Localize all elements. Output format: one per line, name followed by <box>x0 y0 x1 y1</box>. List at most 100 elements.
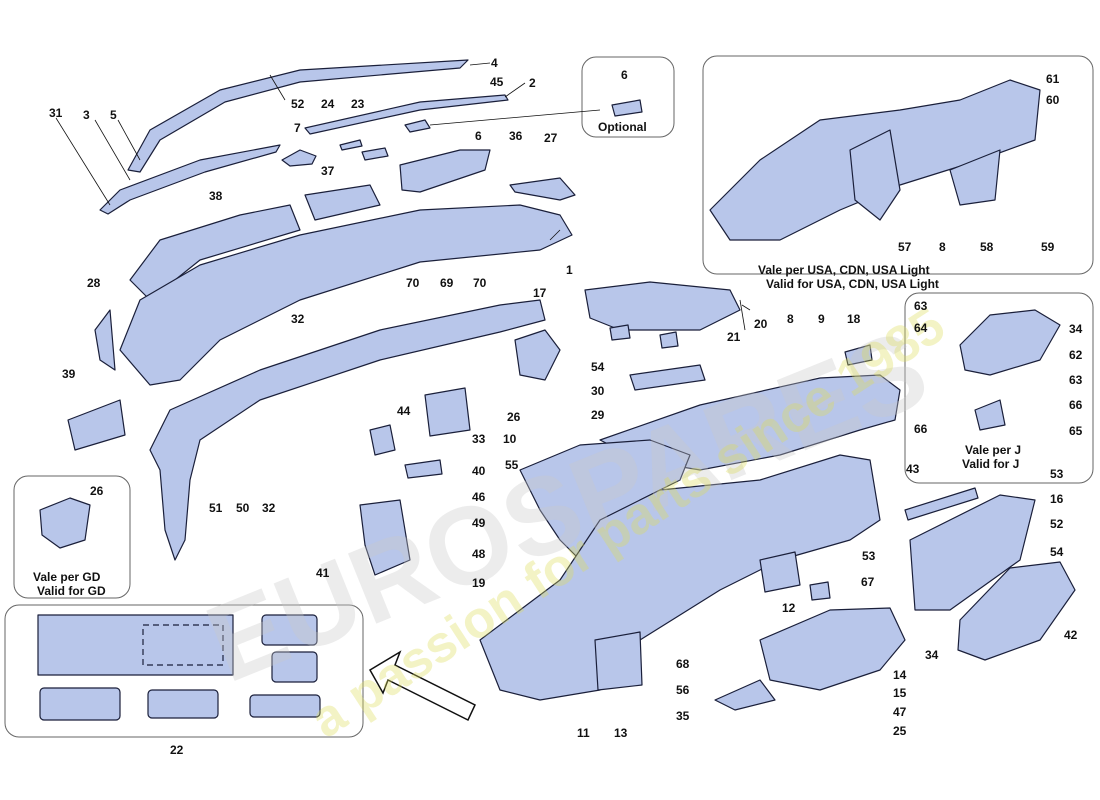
dashboard-1 <box>119 204 573 386</box>
callout: 55 <box>505 458 519 472</box>
j-callout: 65 <box>1069 424 1083 438</box>
j-panel-frame <box>904 292 1094 484</box>
part-21 <box>659 331 679 349</box>
part-67 <box>809 581 831 601</box>
direction-arrow <box>368 650 476 722</box>
callout: 52 <box>1050 517 1064 531</box>
usa-callout: 61 <box>1046 72 1060 86</box>
j-panel-line1: Vale per J <box>965 443 1022 457</box>
bracket-33 <box>424 387 471 437</box>
windscreen-trim-2 <box>304 94 509 135</box>
callout: 36 <box>509 129 523 143</box>
callout: 40 <box>472 464 486 478</box>
callout: 43 <box>906 462 920 476</box>
windscreen-trim-5 <box>127 59 469 173</box>
callout: 53 <box>1050 467 1064 481</box>
callout: 50 <box>236 501 250 515</box>
bracket-40 <box>404 459 443 479</box>
callout: 31 <box>49 106 63 120</box>
callout: 10 <box>503 432 517 446</box>
usa-callout: 57 <box>898 240 912 254</box>
callout: 47 <box>893 705 907 719</box>
callout: 15 <box>893 686 907 700</box>
callout: 9 <box>818 312 825 326</box>
callout: 5 <box>110 108 117 122</box>
gd-panel-line2: Valid for GD <box>37 584 106 598</box>
callout: 1 <box>566 263 573 277</box>
callout: 20 <box>754 317 768 331</box>
kit-part-large <box>37 614 234 676</box>
callout: 70 <box>406 276 420 290</box>
callout: 7 <box>294 121 301 135</box>
callout: 3 <box>83 108 90 122</box>
part-54 <box>609 324 631 341</box>
glovebox-34 <box>759 607 906 691</box>
optional-part-6 <box>611 99 643 117</box>
callout: 42 <box>1064 628 1078 642</box>
callout: 30 <box>591 384 605 398</box>
callout: 34 <box>925 648 939 662</box>
callout: 45 <box>490 75 504 89</box>
j-callout: 63 <box>1069 373 1083 387</box>
callout: 69 <box>440 276 454 290</box>
callout: 6 <box>475 129 482 143</box>
callout: 26 <box>507 410 521 424</box>
j-callout: 66 <box>1069 398 1083 412</box>
leader-lines <box>55 62 751 331</box>
kit-panel-frame <box>4 604 364 738</box>
kit-part-e <box>249 694 321 718</box>
callout: 24 <box>321 97 335 111</box>
callout: 35 <box>676 709 690 723</box>
callout: 14 <box>893 668 907 682</box>
vent-24 <box>339 139 363 151</box>
gd-callout: 26 <box>90 484 104 498</box>
kit-callout: 22 <box>170 743 184 757</box>
kit-dashed-outline <box>142 624 224 666</box>
cross-car-beam <box>149 299 546 561</box>
callout: 2 <box>529 76 536 90</box>
lower-dashboard <box>479 454 881 701</box>
callout: 46 <box>472 490 486 504</box>
usa-bracket-57 <box>849 129 901 221</box>
j-panel-line2: Valid for J <box>962 457 1020 471</box>
callout: 48 <box>472 547 486 561</box>
vent-13 <box>594 631 643 691</box>
duct-36 <box>399 149 491 193</box>
callout: 29 <box>591 408 605 422</box>
callout: 33 <box>472 432 486 446</box>
windscreen-trim-3 <box>99 144 281 215</box>
usa-panel-line1: Vale per USA, CDN, USA Light <box>758 263 930 277</box>
bracket-43 <box>904 487 979 521</box>
bracket-6 <box>404 119 431 133</box>
vent-23 <box>361 147 389 161</box>
j-cover-34 <box>959 309 1061 376</box>
callout: 67 <box>861 575 875 589</box>
callout: 32 <box>291 312 305 326</box>
callout: 52 <box>291 97 305 111</box>
usa-callout: 60 <box>1046 93 1060 107</box>
callout: 23 <box>351 97 365 111</box>
callout: 21 <box>727 330 741 344</box>
kit-part-d <box>147 689 219 719</box>
callout: 37 <box>321 164 335 178</box>
j-callout: 63 <box>914 299 928 313</box>
cover-37 <box>304 184 381 221</box>
optional-panel-number: 6 <box>621 68 628 82</box>
part-35 <box>714 679 776 711</box>
usa-callout: 58 <box>980 240 994 254</box>
gd-panel-frame <box>13 475 131 599</box>
kit-part-a <box>261 614 318 646</box>
callout: 41 <box>316 566 330 580</box>
callout: 11 <box>577 726 590 740</box>
callout: 32 <box>262 501 276 515</box>
usa-bracket-58 <box>949 149 1001 206</box>
j-callout: 66 <box>914 422 928 436</box>
callout: 56 <box>676 683 690 697</box>
usa-callout: 59 <box>1041 240 1055 254</box>
part-30 <box>629 364 706 391</box>
panel-16 <box>909 494 1036 611</box>
callout: 17 <box>533 286 547 300</box>
callout: 68 <box>676 657 690 671</box>
optional-panel-frame <box>581 56 675 138</box>
